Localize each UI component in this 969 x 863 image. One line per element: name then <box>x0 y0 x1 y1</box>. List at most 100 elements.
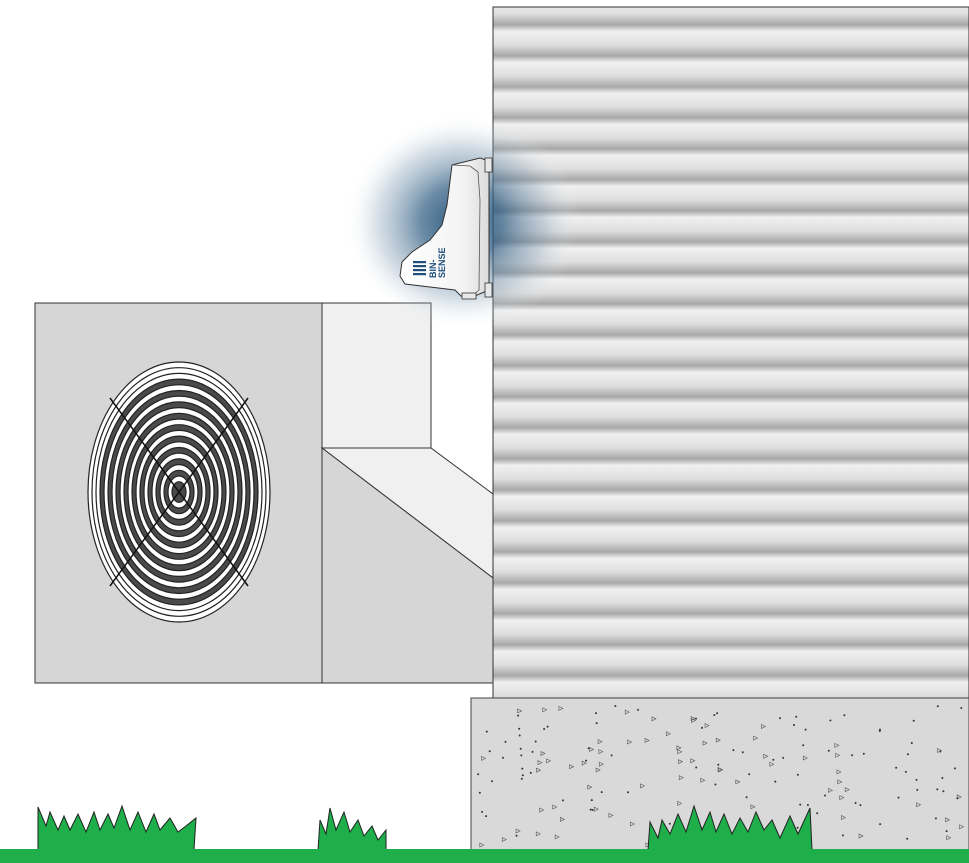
concrete-speckle <box>795 715 798 718</box>
concrete-speckle <box>637 708 639 711</box>
concrete-speckle <box>841 815 846 821</box>
concrete-speckle <box>799 803 802 806</box>
concrete-speckle <box>504 740 507 743</box>
concrete-speckle <box>590 799 593 802</box>
concrete-speckle <box>796 826 799 829</box>
concrete-speckle <box>946 835 952 841</box>
concrete-speckle <box>676 745 682 751</box>
concrete-speckle <box>599 761 604 767</box>
concrete-speckle <box>701 726 703 729</box>
concrete-speckle <box>517 714 520 717</box>
concrete-speckle <box>585 759 587 762</box>
concrete-speckle <box>485 730 488 733</box>
concrete-speckle <box>546 758 552 764</box>
concrete-speckle <box>858 833 864 839</box>
concrete-speckle <box>561 799 564 802</box>
concrete-speckle <box>593 806 599 812</box>
concrete-speckle <box>542 707 548 713</box>
concrete-speckle <box>704 723 710 728</box>
concrete-speckle <box>543 728 546 730</box>
concrete-speckle <box>677 800 683 806</box>
concrete-speckle <box>535 831 541 837</box>
house-siding-wall <box>492 6 969 699</box>
concrete-speckle <box>715 737 721 743</box>
concrete-speckle <box>934 817 937 820</box>
concrete-speckle <box>750 804 756 810</box>
concrete-speckle <box>802 755 808 761</box>
concrete-speckle <box>745 796 748 799</box>
concrete-speckle <box>862 752 865 755</box>
concrete-speckle <box>835 752 841 758</box>
sensor-brand-line1: BIN- <box>428 260 438 279</box>
concrete-speckle <box>834 742 840 748</box>
concrete-speckle <box>718 767 724 773</box>
concrete-speckle <box>518 727 521 730</box>
concrete-speckle <box>904 770 907 773</box>
concrete-speckle <box>521 774 524 777</box>
concrete-speckle <box>515 828 521 834</box>
concrete-speckle <box>624 709 630 715</box>
concrete-speckle <box>936 788 939 791</box>
fan-guard-bar <box>109 397 249 587</box>
concrete-speckle <box>906 753 909 756</box>
concrete-speckle <box>519 747 522 750</box>
concrete-speckle <box>521 767 524 770</box>
concrete-speckles <box>477 705 965 848</box>
concrete-speckle <box>945 817 951 823</box>
concrete-speckle <box>828 787 834 793</box>
concrete-speckle <box>956 794 962 800</box>
concrete-speckle <box>488 750 491 753</box>
concrete-speckle <box>477 773 480 776</box>
concrete-speckle <box>829 719 832 722</box>
concrete-speckle <box>695 717 697 720</box>
grass-tufts <box>37 804 813 851</box>
grass-tuft-middle <box>317 807 387 851</box>
concrete-speckle <box>502 756 504 759</box>
concrete-speckle <box>595 767 601 773</box>
concrete-speckle <box>959 824 965 830</box>
concrete-speckle <box>540 751 546 757</box>
concrete-speckle <box>748 773 751 776</box>
concrete-speckle <box>558 705 564 711</box>
concrete-speckle <box>837 779 843 785</box>
concrete-speckle <box>517 708 523 714</box>
concrete-speckle <box>717 763 720 766</box>
concrete-speckle <box>690 758 696 764</box>
concrete-speckle <box>491 780 493 783</box>
concrete-speckle <box>529 771 532 774</box>
concrete-speckle <box>806 804 809 806</box>
concrete-speckle <box>956 797 959 800</box>
concrete-speckle <box>626 791 629 794</box>
concrete-speckle <box>591 809 594 811</box>
concrete-speckle <box>537 760 543 766</box>
concrete-speckle <box>741 751 744 754</box>
concrete-speckle <box>546 725 549 728</box>
heat-pump-unit <box>34 302 494 684</box>
grass-tuft-left <box>37 804 197 851</box>
concrete-speckle <box>879 823 882 826</box>
concrete-speckle <box>714 783 717 786</box>
concrete-speckle <box>769 761 775 767</box>
concrete-speckle <box>916 802 922 808</box>
concrete-speckle <box>827 749 830 752</box>
concrete-speckle <box>536 767 542 773</box>
concrete-speckle <box>753 735 759 741</box>
concrete-speckle <box>937 748 943 753</box>
concrete-speckle <box>589 746 595 752</box>
concrete-speckle <box>841 834 844 837</box>
concrete-speckle <box>763 753 769 759</box>
concrete-speckle <box>552 804 558 810</box>
concrete-speckle <box>610 754 613 757</box>
concrete-speckle <box>954 767 956 770</box>
concrete-speckle <box>587 784 593 790</box>
concrete-speckle <box>678 775 684 781</box>
concrete-speckle <box>700 777 706 783</box>
concrete-speckle <box>481 755 487 761</box>
concrete-speckle <box>608 812 614 818</box>
concrete-speckle <box>774 780 777 783</box>
concrete-speckle <box>839 795 845 801</box>
concrete-speckle <box>859 804 862 807</box>
concrete-speckle <box>941 777 944 779</box>
concrete-speckle <box>906 837 909 840</box>
concrete-speckle <box>640 783 646 789</box>
